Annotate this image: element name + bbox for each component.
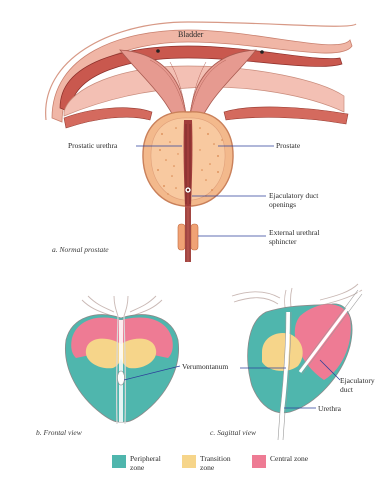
caption-panel-a-text: Normal prostate	[60, 245, 109, 254]
legend-label-transition: Transition zone	[200, 455, 240, 472]
caption-panel-c-text: Sagittal view	[217, 428, 256, 437]
caption-panel-c: c. Sagittal view	[210, 428, 256, 437]
caption-panel-a: a. Normal prostate	[52, 245, 109, 254]
legend-peripheral-zone: Peripheral zone	[112, 455, 170, 472]
caption-panel-b-text: Frontal view	[44, 428, 82, 437]
caption-panel-a-letter: a.	[52, 245, 58, 254]
legend-label-central: Central zone	[270, 455, 310, 464]
label-urethra: Urethra	[318, 404, 341, 413]
label-prostate: Prostate	[276, 141, 300, 150]
label-prostatic-urethra: Prostatic urethra	[68, 141, 117, 150]
panel-b-illustration	[65, 296, 180, 424]
label-ejaculatory-duct-openings: Ejaculatory duct openings	[269, 191, 329, 209]
legend-central-zone: Central zone	[252, 455, 310, 468]
caption-panel-b-letter: b.	[36, 428, 42, 437]
label-verumontanum: Verumontanum	[182, 362, 228, 371]
label-ejaculatory-duct: Ejaculatory duct	[340, 376, 374, 394]
legend-transition-zone: Transition zone	[182, 455, 240, 472]
legend-swatch-central	[252, 455, 266, 468]
legend-swatch-transition	[182, 455, 196, 468]
label-external-urethral-sphincter: External urethral sphincter	[269, 228, 339, 246]
caption-panel-c-letter: c.	[210, 428, 215, 437]
caption-panel-b: b. Frontal view	[36, 428, 82, 437]
label-bladder: Bladder	[178, 30, 203, 39]
legend-label-peripheral: Peripheral zone	[130, 455, 170, 472]
legend-swatch-peripheral	[112, 455, 126, 468]
panel-c-illustration	[232, 284, 362, 440]
